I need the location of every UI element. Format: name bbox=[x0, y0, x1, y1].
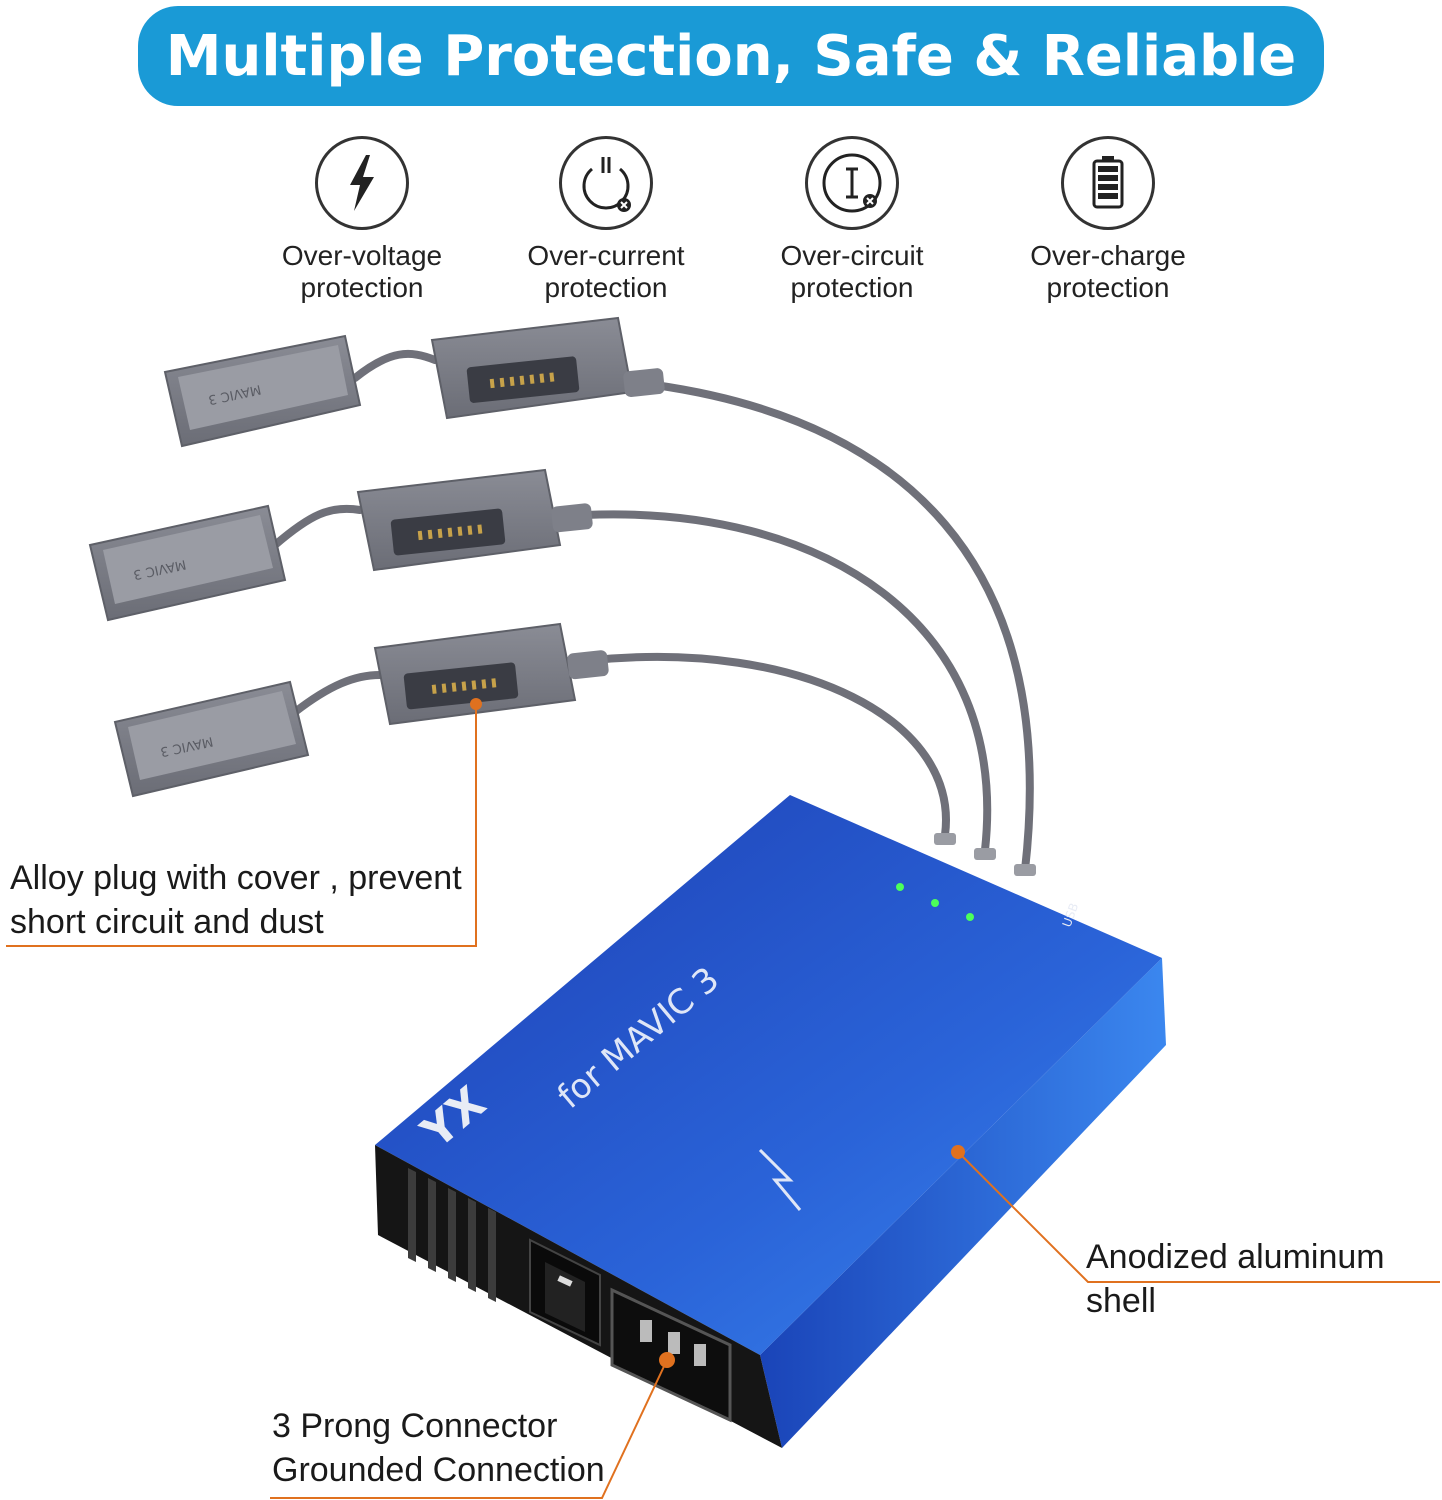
charging-cables bbox=[271, 349, 1034, 874]
feature-label: Over-charge protection bbox=[1030, 240, 1186, 303]
plug-cover-3: MAVIC 3 bbox=[113, 680, 310, 798]
plug-cover-2: MAVIC 3 bbox=[88, 504, 287, 622]
battery-icon bbox=[1061, 136, 1155, 230]
feature-label: Over-circuit protection bbox=[780, 240, 924, 303]
callout-dot bbox=[951, 1145, 965, 1159]
callout-dot bbox=[470, 698, 482, 710]
current-cross-icon bbox=[805, 136, 899, 230]
battery-plug-2 bbox=[356, 468, 593, 572]
feature-label: Over-current protection bbox=[527, 240, 685, 303]
feature-over-voltage: Over-voltage protection bbox=[232, 136, 492, 304]
battery-plug-3 bbox=[373, 622, 609, 726]
lightning-icon bbox=[315, 136, 409, 230]
banner-title: Multiple Protection, Safe & Reliable bbox=[165, 23, 1297, 89]
plug-cover-1: MAVIC 3 bbox=[163, 334, 362, 448]
charging-hub: for MAVIC 3 YX USB bbox=[375, 795, 1166, 1448]
power-switch bbox=[529, 1238, 601, 1347]
callout-shell: Anodized aluminum shell bbox=[1086, 1238, 1385, 1320]
feature-over-charge: Over-charge protection bbox=[978, 136, 1238, 304]
callout-plug: Alloy plug with cover , prevent short ci… bbox=[10, 859, 462, 941]
feature-over-current: Over-current protection bbox=[476, 136, 736, 304]
status-leds bbox=[896, 883, 974, 921]
power-off-icon bbox=[559, 136, 653, 230]
warning-lightning-icon bbox=[758, 1148, 802, 1211]
callout-dot bbox=[659, 1352, 675, 1368]
title-banner: Multiple Protection, Safe & Reliable bbox=[138, 6, 1324, 106]
feature-label: Over-voltage protection bbox=[281, 240, 443, 303]
feature-over-circuit: Over-circuit protection bbox=[722, 136, 982, 304]
battery-plug-1 bbox=[430, 316, 665, 420]
callout-connector: 3 Prong Connector Grounded Connection bbox=[272, 1407, 605, 1489]
product-photo: MAVIC 3 MAVIC 3 MAVIC 3 bbox=[6, 316, 1440, 1499]
vent-slots bbox=[408, 1168, 496, 1302]
callout-leaders bbox=[6, 704, 1440, 1499]
